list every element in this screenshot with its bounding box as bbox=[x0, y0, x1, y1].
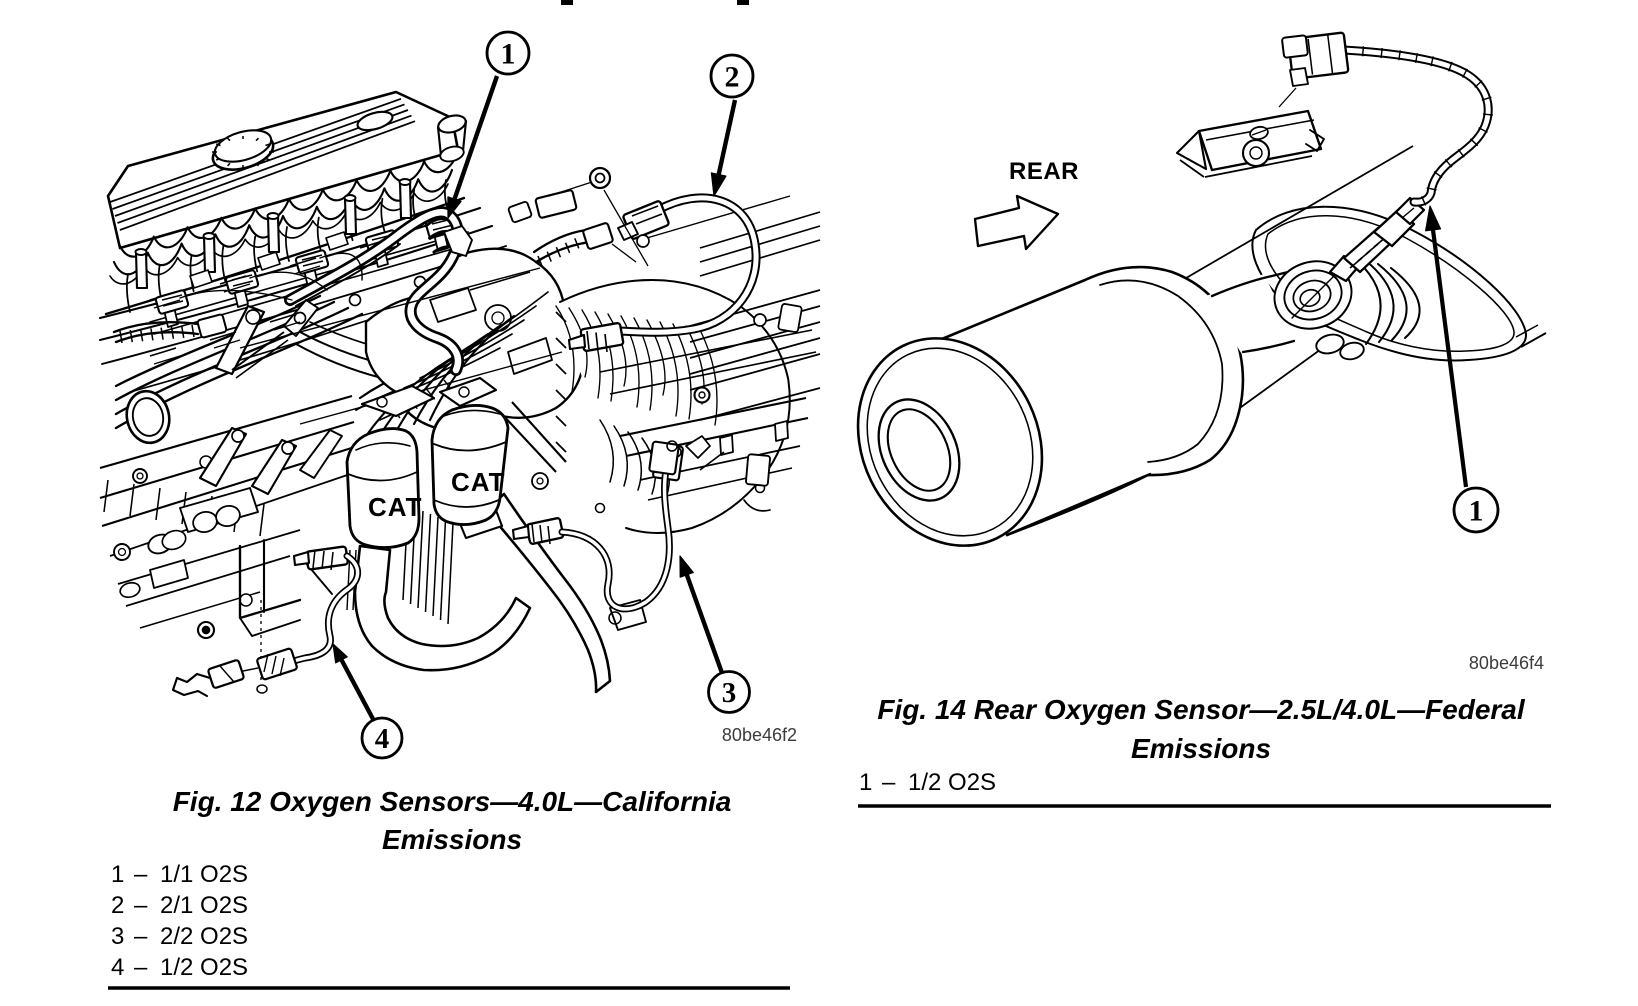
svg-text:3: 3 bbox=[111, 923, 124, 950]
svg-text:–: – bbox=[134, 954, 148, 981]
svg-text:–: – bbox=[134, 861, 148, 888]
svg-text:2: 2 bbox=[111, 892, 124, 919]
svg-text:CAT: CAT bbox=[368, 492, 423, 522]
svg-text:1: 1 bbox=[859, 769, 872, 796]
svg-text:–: – bbox=[134, 923, 148, 950]
svg-text:–: – bbox=[134, 892, 148, 919]
svg-text:1/2 O2S: 1/2 O2S bbox=[160, 954, 248, 981]
svg-text:1: 1 bbox=[1469, 495, 1484, 528]
svg-text:1: 1 bbox=[111, 861, 124, 888]
svg-text:CAT: CAT bbox=[451, 467, 506, 497]
svg-text:80be46f2: 80be46f2 bbox=[722, 725, 797, 745]
svg-text:4: 4 bbox=[111, 954, 124, 981]
svg-text:Fig. 14 Rear Oxygen Sensor—2.5: Fig. 14 Rear Oxygen Sensor—2.5L/4.0L—Fed… bbox=[877, 694, 1526, 725]
svg-text:REAR: REAR bbox=[1009, 158, 1079, 185]
svg-text:–: – bbox=[882, 769, 896, 796]
svg-text:3: 3 bbox=[722, 677, 737, 709]
svg-text:80be46f4: 80be46f4 bbox=[1469, 653, 1544, 673]
svg-text:Fig. 12 Oxygen Sensors—4.0L—Ca: Fig. 12 Oxygen Sensors—4.0L—California bbox=[173, 786, 732, 817]
svg-text:1/2 O2S: 1/2 O2S bbox=[908, 769, 996, 796]
svg-text:1/1 O2S: 1/1 O2S bbox=[160, 861, 248, 888]
svg-text:1: 1 bbox=[501, 38, 516, 71]
svg-text:2/1 O2S: 2/1 O2S bbox=[160, 892, 248, 919]
svg-text:2/2 O2S: 2/2 O2S bbox=[160, 923, 248, 950]
svg-text:4: 4 bbox=[375, 723, 390, 755]
svg-text:Emissions: Emissions bbox=[1131, 733, 1271, 764]
svg-text:2: 2 bbox=[725, 61, 740, 94]
svg-text:Emissions: Emissions bbox=[382, 824, 522, 855]
